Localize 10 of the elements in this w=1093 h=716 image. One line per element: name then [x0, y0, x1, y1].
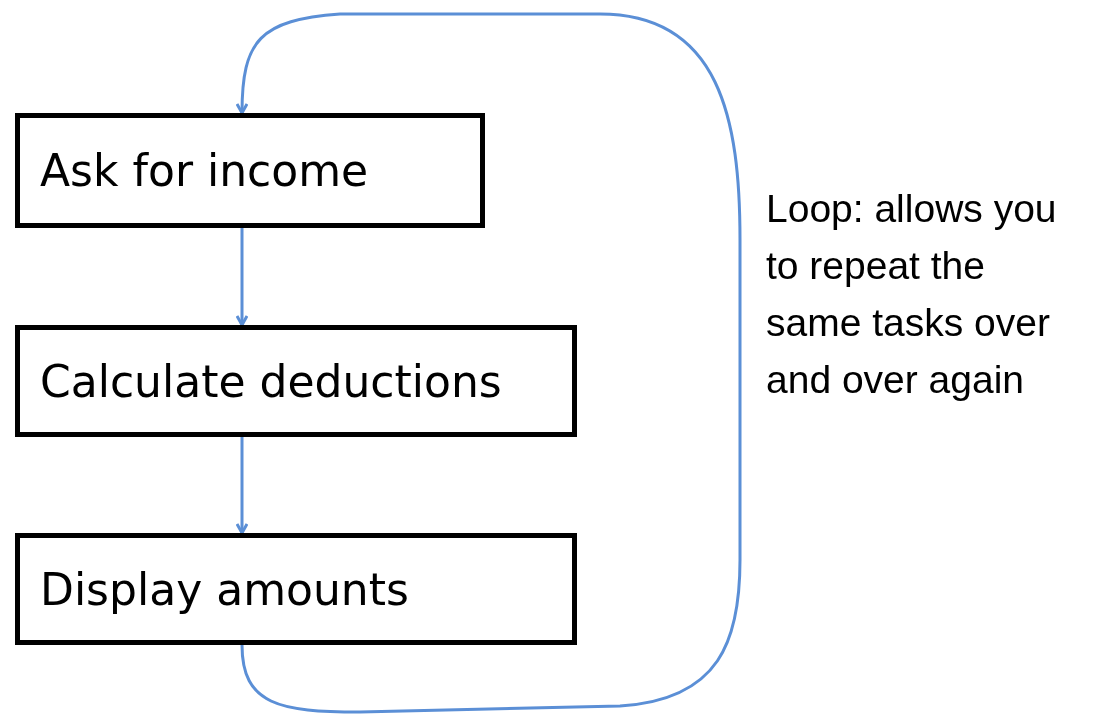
process-box	[15, 325, 577, 437]
box-label: Display amounts	[40, 562, 410, 617]
arrow	[235, 228, 249, 327]
process-box	[15, 113, 485, 228]
arrow	[235, 437, 249, 535]
note-text: Loop: allows you to repeat the same tasks over and over again	[766, 186, 1058, 403]
box-label: Calculate deductions	[40, 354, 503, 409]
box-label: Ask for income	[40, 144, 370, 198]
arrow	[235, 12, 742, 714]
process-box	[15, 533, 577, 645]
